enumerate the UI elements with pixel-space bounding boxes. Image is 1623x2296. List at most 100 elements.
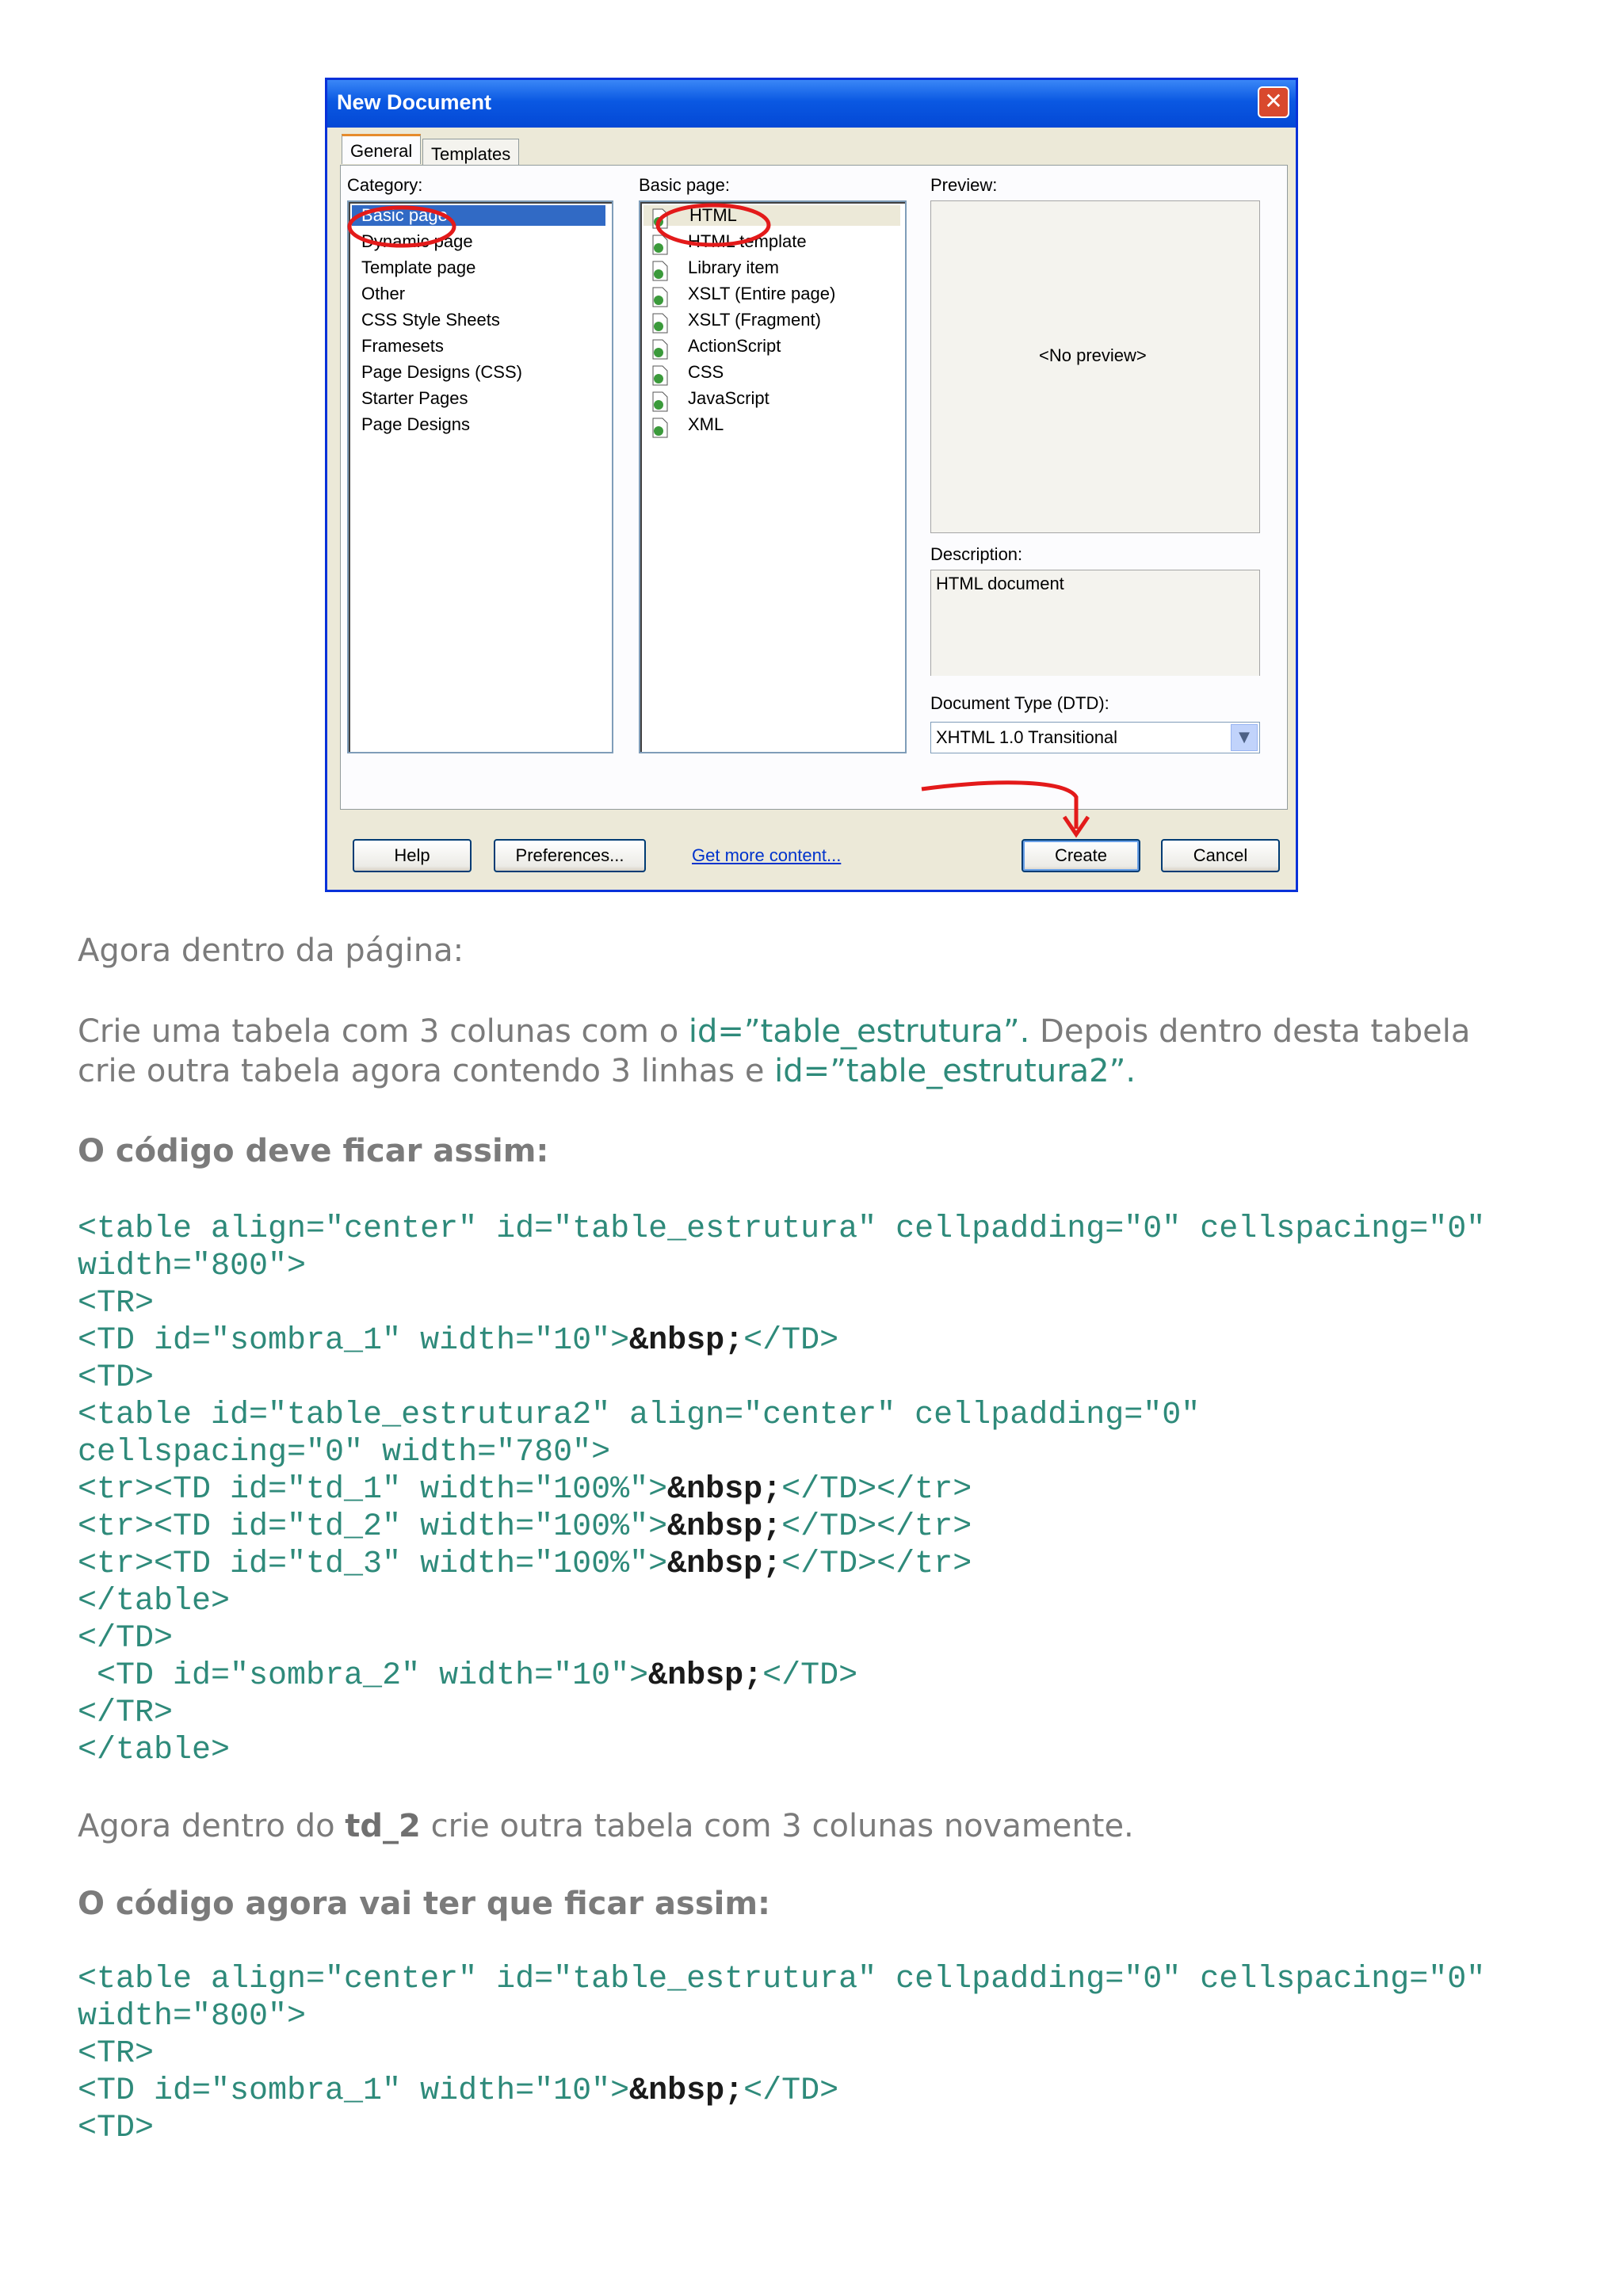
dialog-titlebar: New Document ✕ — [327, 80, 1296, 128]
category-other[interactable]: Other — [361, 284, 406, 303]
basic-page-list[interactable]: HTML HTML template Library item XSLT (En… — [639, 200, 907, 753]
create-button[interactable]: Create — [1022, 839, 1140, 872]
code-line: <TD> — [78, 2111, 155, 2146]
chevron-down-icon[interactable]: ▼ — [1231, 724, 1258, 751]
code-run: <tr><TD id="td_1" width="100%"> — [78, 1472, 668, 1508]
code-line: <TD id="sombra_2" width="10">&nbsp;</TD> — [78, 1657, 1485, 1695]
category-template-page[interactable]: Template page — [361, 257, 476, 277]
basic-page-xml[interactable]: XML — [688, 414, 724, 434]
file-icon — [652, 235, 668, 255]
code-block-1: <table align="center" id="table_estrutur… — [78, 1211, 1485, 1769]
code-line: <tr><TD id="td_3" width="100%">&nbsp;</T… — [78, 1546, 1485, 1583]
text-run: Depois dentro desta tabela — [1029, 1013, 1471, 1050]
cancel-button[interactable]: Cancel — [1161, 839, 1280, 872]
description-label: Description: — [930, 544, 1023, 564]
code-line: </table> — [78, 1584, 231, 1619]
basic-page-library-item[interactable]: Library item — [688, 257, 779, 277]
dialog-title: New Document — [337, 90, 492, 114]
basic-page-label: Basic page: — [639, 175, 730, 195]
code-line: cellspacing="0" width="780"> — [78, 1435, 611, 1470]
category-dynamic-page[interactable]: Dynamic page — [361, 231, 473, 251]
heading-code-2: O código agora vai ter que ficar assim: — [78, 1886, 771, 1922]
tab-templates[interactable]: Templates — [422, 139, 520, 166]
code-line: <table align="center" id="table_estrutur… — [78, 1211, 1486, 1247]
code-run: </TD> — [762, 1658, 858, 1694]
code-line: width="800"> — [78, 1999, 307, 2035]
file-icon — [652, 365, 668, 386]
doctype-label: Document Type (DTD): — [930, 693, 1109, 713]
code-run: </TD></tr> — [781, 1472, 972, 1508]
category-page-designs[interactable]: Page Designs — [361, 414, 470, 434]
code-line: <TD id="sombra_1" width="10">&nbsp;</TD> — [78, 1322, 1485, 1360]
text-run: Crie uma tabela com 3 colunas com o — [78, 1013, 689, 1050]
code-line: <TR> — [78, 1286, 155, 1322]
text-run: Agora dentro do — [78, 1808, 346, 1844]
code-line: <TD id="sombra_1" width="10">&nbsp;</TD> — [78, 2073, 1485, 2110]
code-run: <tr><TD id="td_2" width="100%"> — [78, 1509, 668, 1545]
code-entity: &nbsp; — [667, 1509, 782, 1545]
code-line: <tr><TD id="td_2" width="100%">&nbsp;</T… — [78, 1508, 1485, 1546]
paragraph-instruction-1: Crie uma tabela com 3 colunas com o id=”… — [78, 1012, 1470, 1051]
file-icon — [652, 418, 668, 438]
basic-page-html-template[interactable]: HTML template — [688, 231, 807, 251]
category-basic-page[interactable]: Basic page — [352, 205, 605, 226]
code-line: <table id="table_estrutura2" align="cent… — [78, 1398, 1201, 1433]
close-icon[interactable]: ✕ — [1258, 86, 1289, 118]
preview-text: <No preview> — [1039, 345, 1147, 365]
file-icon — [652, 339, 668, 360]
general-panel: Category: Basic page Dynamic page Templa… — [340, 165, 1288, 810]
basic-page-html[interactable]: HTML — [643, 205, 900, 226]
file-icon — [652, 313, 668, 334]
description-text: HTML document — [936, 574, 1064, 593]
code-line: width="800"> — [78, 1249, 307, 1284]
description-box: HTML document — [930, 570, 1260, 676]
code-run: </TD></tr> — [781, 1547, 972, 1582]
code-run: </TD></tr> — [781, 1509, 972, 1545]
basic-page-css[interactable]: CSS — [688, 362, 724, 382]
tab-general[interactable]: General — [342, 134, 422, 164]
code-line: <table align="center" id="table_estrutur… — [78, 1962, 1486, 1997]
code-line: <TR> — [78, 2036, 155, 2072]
preview-label: Preview: — [930, 175, 998, 195]
paragraph-td2: Agora dentro do td_2 crie outra tabela c… — [78, 1806, 1134, 1846]
doctype-value: XHTML 1.0 Transitional — [936, 727, 1118, 747]
code-run: </TD> — [743, 2073, 839, 2109]
code-run: <TD id="sombra_1" width="10"> — [78, 2073, 630, 2109]
code-line: <tr><TD id="td_1" width="100%">&nbsp;</T… — [78, 1471, 1485, 1508]
basic-page-xslt-entire[interactable]: XSLT (Entire page) — [688, 284, 836, 303]
file-icon — [652, 391, 668, 412]
category-page-designs-css[interactable]: Page Designs (CSS) — [361, 362, 522, 382]
bold-run: td_2 — [345, 1808, 421, 1844]
text-run: crie outra tabela agora contendo 3 linha… — [78, 1053, 775, 1089]
code-line: </table> — [78, 1733, 231, 1768]
basic-page-actionscript[interactable]: ActionScript — [688, 336, 781, 356]
code-run: <tr><TD id="td_3" width="100%"> — [78, 1547, 668, 1582]
code-run: <TD id="sombra_2" width="10"> — [78, 1658, 649, 1694]
category-list[interactable]: Basic page Dynamic page Template page Ot… — [347, 200, 613, 753]
category-starter-pages[interactable]: Starter Pages — [361, 388, 468, 408]
doctype-select[interactable]: XHTML 1.0 Transitional ▼ — [930, 722, 1260, 753]
code-block-2: <table align="center" id="table_estrutur… — [78, 1961, 1485, 2147]
code-entity: &nbsp; — [667, 1472, 782, 1508]
code-line: <TD> — [78, 1360, 155, 1396]
category-framesets[interactable]: Framesets — [361, 336, 444, 356]
paragraph-instruction-2: crie outra tabela agora contendo 3 linha… — [78, 1051, 1136, 1091]
new-document-dialog: New Document ✕ General Templates Categor… — [325, 78, 1298, 892]
paragraph-intro: Agora dentro da página: — [78, 933, 464, 969]
code-entity: &nbsp; — [667, 1547, 782, 1582]
preview-area: <No preview> — [930, 200, 1260, 533]
code-line: </TD> — [78, 1621, 174, 1657]
help-button[interactable]: Help — [353, 839, 472, 872]
file-icon — [652, 208, 668, 229]
preferences-button[interactable]: Preferences... — [494, 839, 646, 872]
file-icon — [652, 261, 668, 281]
get-more-content-link[interactable]: Get more content... — [692, 845, 842, 865]
code-entity: &nbsp; — [648, 1658, 763, 1694]
basic-page-xslt-fragment[interactable]: XSLT (Fragment) — [688, 310, 821, 330]
highlight-id: id=”table_estrutura2”. — [774, 1053, 1136, 1089]
text-run: crie outra tabela com 3 colunas novament… — [420, 1808, 1134, 1844]
basic-page-javascript[interactable]: JavaScript — [688, 388, 769, 408]
category-css-style-sheets[interactable]: CSS Style Sheets — [361, 310, 500, 330]
code-entity: &nbsp; — [629, 1323, 744, 1359]
code-entity: &nbsp; — [629, 2073, 744, 2109]
